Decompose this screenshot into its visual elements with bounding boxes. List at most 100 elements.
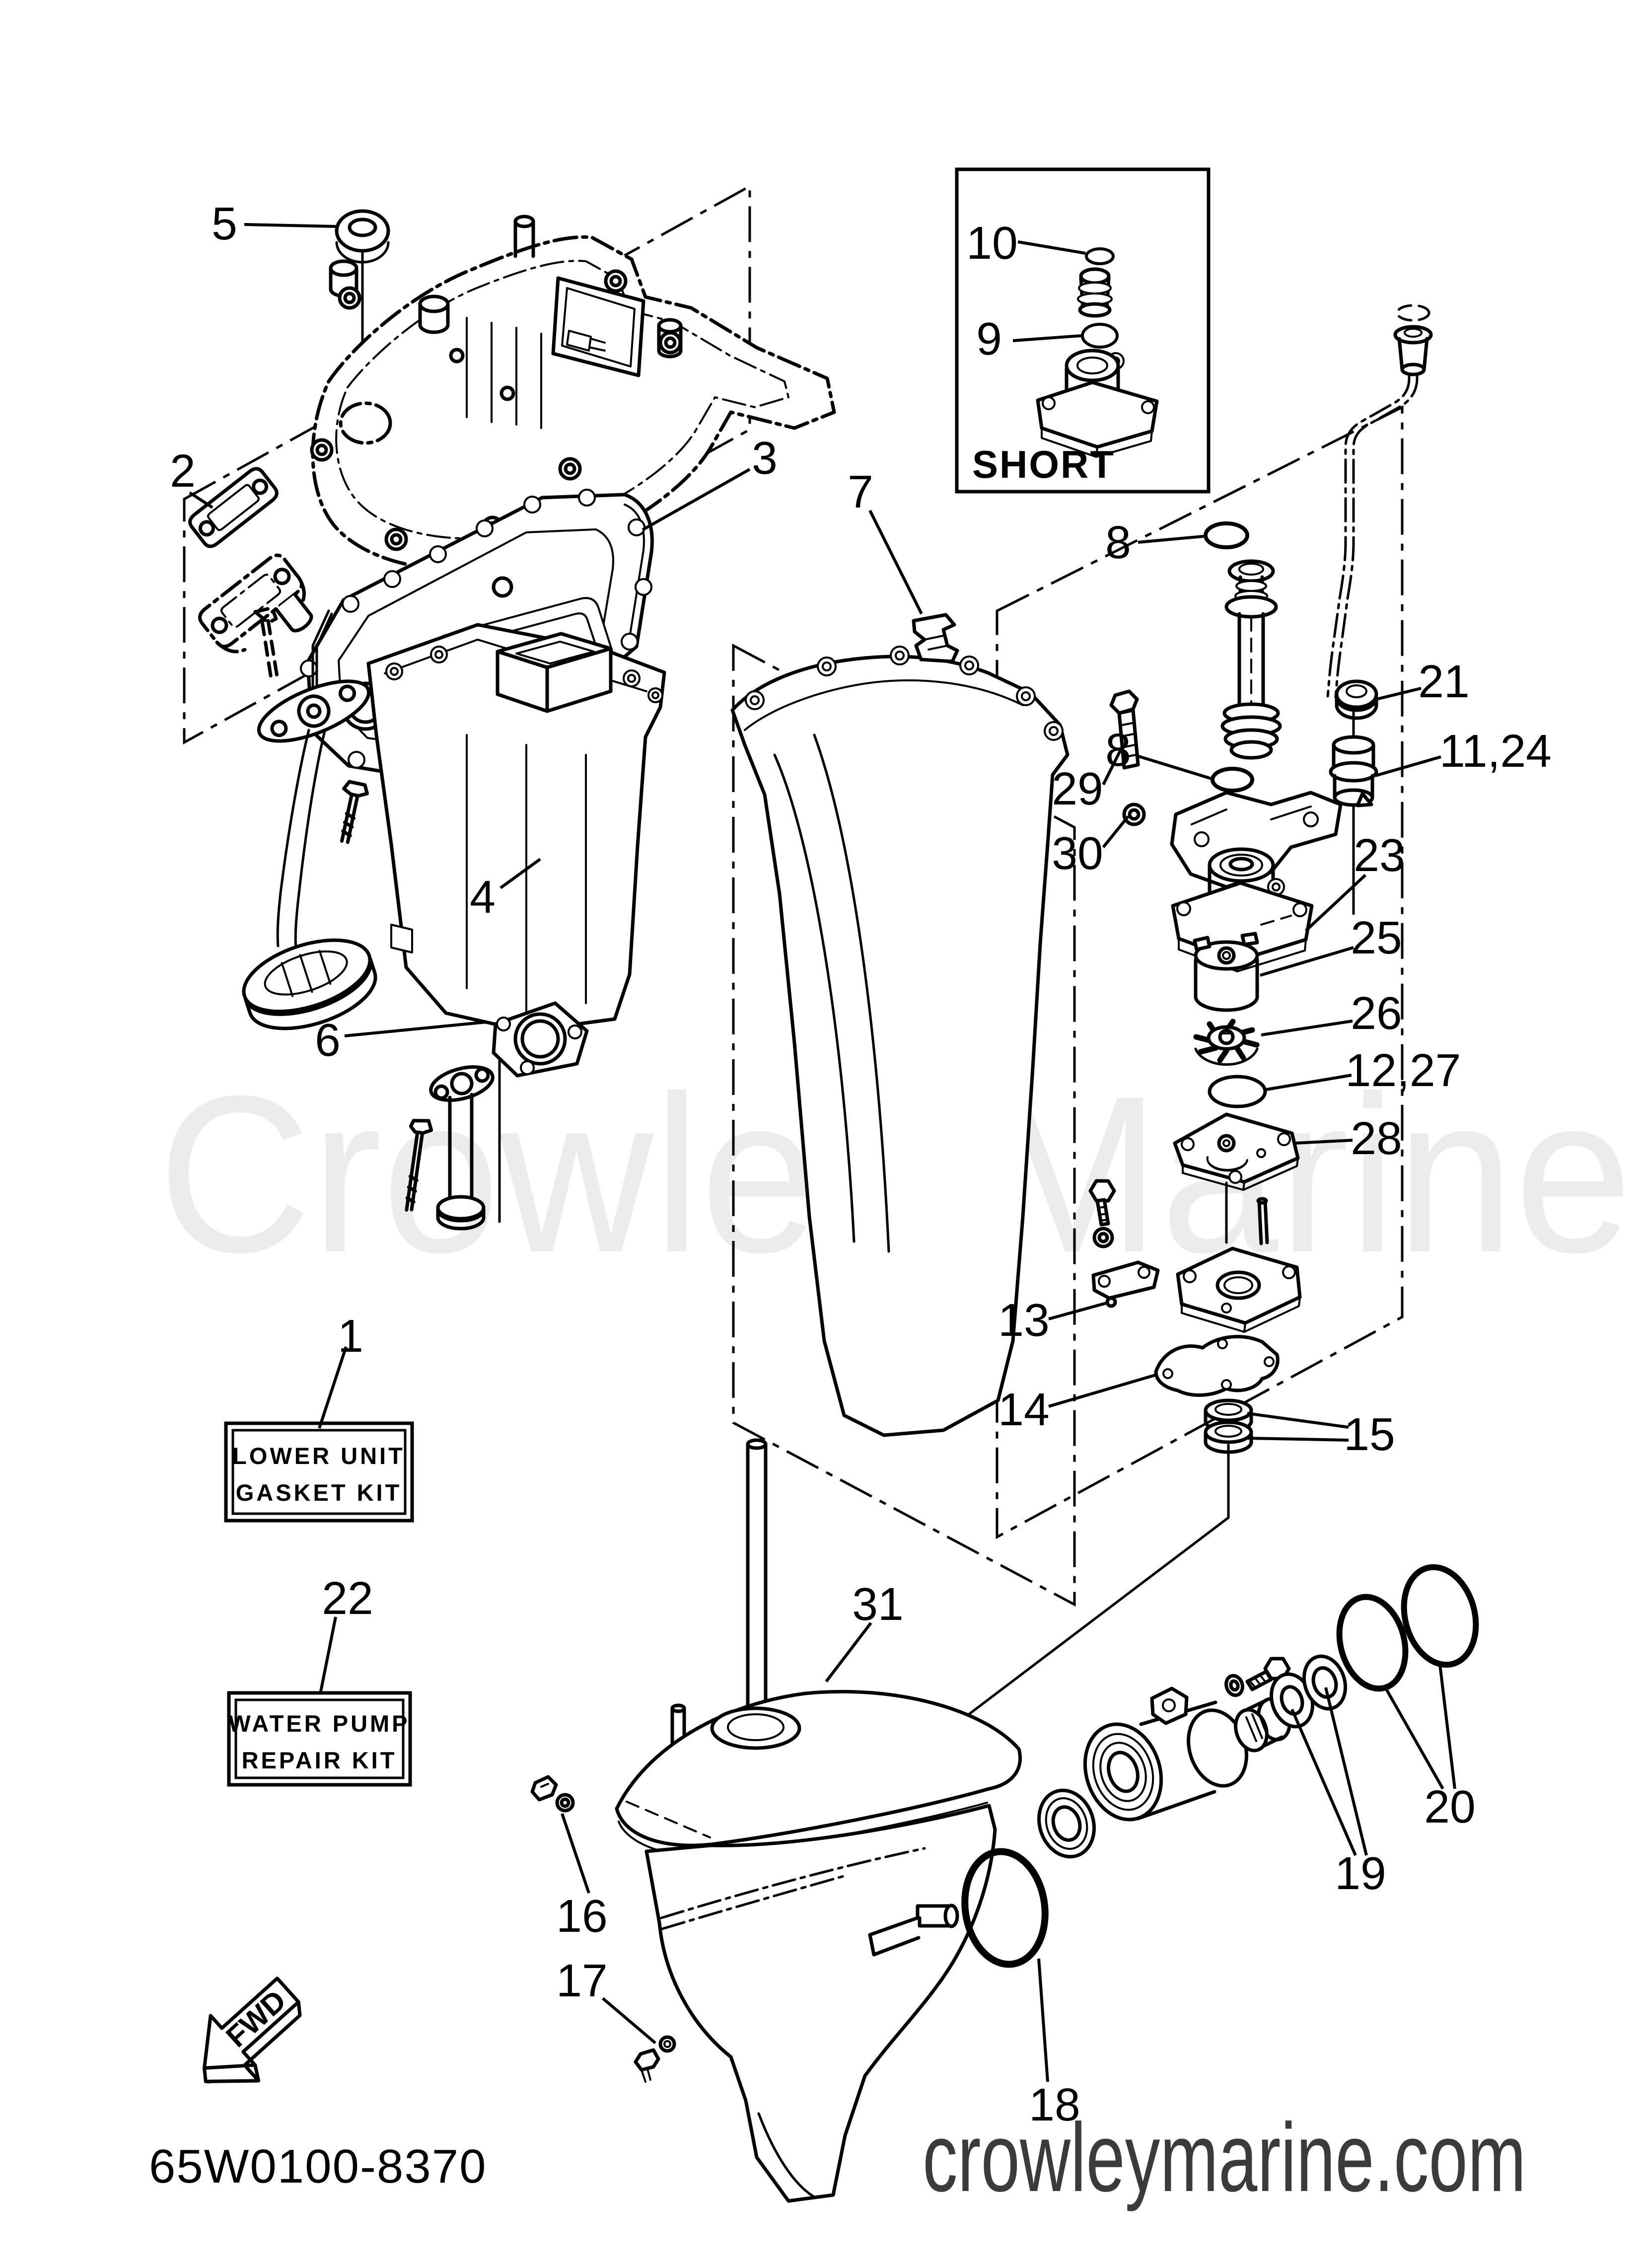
callout-11,24: 11,24 — [1439, 725, 1552, 777]
leader-line-25 — [1260, 946, 1354, 977]
callout-8: 8 — [1105, 724, 1131, 776]
callout-8: 8 — [1105, 516, 1131, 568]
short-inset: SHORT — [955, 167, 1211, 494]
leader-line-19 — [1324, 1687, 1368, 1856]
callout-20: 20 — [1424, 1781, 1475, 1832]
leader-line-20 — [1384, 1686, 1444, 1790]
leader-line-10 — [1017, 240, 1086, 255]
leader-line-19 — [1290, 1708, 1357, 1856]
outer-plate-28-drawing — [1173, 1112, 1300, 1191]
callout-26: 26 — [1351, 987, 1402, 1039]
leader-line-12,27 — [1266, 1074, 1352, 1091]
oring-8-lower-drawing — [1211, 767, 1254, 793]
gasket-6-drawing — [492, 1001, 589, 1078]
pump-base-drawing — [1176, 1197, 1302, 1333]
leader-line-26 — [1261, 1020, 1353, 1036]
callout-17: 17 — [556, 1955, 607, 2006]
leader-line-15 — [1247, 1437, 1349, 1442]
leader-line-31 — [825, 1622, 872, 1683]
grommet-5-drawing — [335, 209, 390, 264]
leader-line-28 — [1293, 1139, 1353, 1145]
leader-line-5 — [244, 223, 336, 228]
leader-line-1 — [318, 1346, 348, 1429]
leader-line-6 — [344, 1021, 487, 1037]
screw-17-drawing — [634, 2035, 676, 2083]
leader-line-17 — [602, 1997, 656, 2045]
driveshaft-drawing — [740, 1438, 774, 1722]
callout-29: 29 — [1052, 763, 1103, 814]
leader-line-20 — [1438, 1664, 1456, 1789]
callout-16: 16 — [556, 1890, 607, 1942]
exhaust-guide-plate-drawing — [310, 215, 836, 572]
callout-19: 19 — [1335, 1847, 1386, 1899]
leader-line-30 — [1102, 815, 1130, 848]
leader-line-3 — [642, 468, 751, 531]
bolt-13-group-drawing — [1088, 1179, 1160, 1308]
callout-23: 23 — [1354, 829, 1405, 881]
fitting-11-24-drawing — [1329, 735, 1378, 807]
oil-pan-body-drawing — [366, 623, 666, 1033]
pump-kit-label-line2: REPAIR KIT — [242, 1747, 397, 1773]
washer-30-drawing — [1122, 803, 1146, 826]
callout-30: 30 — [1052, 827, 1103, 879]
callout-5: 5 — [212, 198, 237, 249]
driveshaft-housing-drawing — [730, 646, 1070, 1437]
callout-31: 31 — [852, 1578, 903, 1630]
callout-4: 4 — [470, 871, 496, 923]
callout-18: 18 — [1029, 2079, 1080, 2130]
leader-line-21 — [1376, 687, 1422, 701]
callout-3: 3 — [752, 432, 778, 484]
callout-12,27: 12,27 — [1346, 1044, 1461, 1096]
callout-14: 14 — [998, 1384, 1049, 1435]
callout-1: 1 — [338, 1310, 363, 1362]
leader-line-8 — [1138, 535, 1204, 544]
drawing-code: 65W0100-8370 — [149, 2140, 487, 2193]
dipstick-tube-drawing — [242, 609, 377, 1030]
gasket-kit-label-line1: LOWER UNIT — [232, 1443, 405, 1469]
water-tube-clamp-7-drawing — [912, 613, 959, 663]
callout-7: 7 — [848, 466, 873, 517]
oring-12-27-drawing — [1208, 1075, 1267, 1108]
leader-line-2 — [189, 491, 214, 509]
pipe-seal-21-drawing — [1335, 679, 1378, 720]
oring-18-drawing — [961, 1848, 1049, 1968]
orings-20-drawing — [1336, 1564, 1479, 1692]
lower-unit-gasket-kit-box: LOWER UNIT GASKET KIT — [224, 1421, 414, 1523]
leader-line-22 — [319, 1616, 337, 1692]
callout-21: 21 — [1418, 656, 1469, 707]
gasket-2-drawing — [188, 467, 279, 548]
leader-line-15 — [1247, 1412, 1349, 1429]
washer-small-drawing — [1224, 1674, 1244, 1697]
strainer-cover-drawing — [198, 553, 313, 680]
short-inset-label: SHORT — [972, 442, 1115, 486]
exhaust-pipe-drawing — [405, 1065, 495, 1231]
leader-line-29 — [1102, 746, 1124, 786]
callout-25: 25 — [1351, 912, 1402, 963]
oil-seals-15-drawing — [1204, 1398, 1253, 1454]
bolt-29-drawing — [1109, 689, 1140, 770]
gear-case-drawing — [615, 1689, 1022, 2203]
gasket-kit-label-line2: GASKET KIT — [236, 1479, 402, 1506]
leader-line-16 — [561, 1813, 590, 1894]
water-tube-drawing — [1220, 559, 1282, 760]
leader-line-14 — [1048, 1373, 1157, 1408]
bolt-16-drawing — [530, 1775, 575, 1813]
water-pump-repair-kit-box: WATER PUMP REPAIR KIT — [227, 1691, 412, 1787]
impeller-26-drawing — [1193, 1019, 1260, 1066]
callout-10: 10 — [966, 217, 1017, 269]
fwd-arrow: FWD — [202, 1976, 302, 2084]
leader-line-23 — [1304, 874, 1367, 932]
pump-kit-label-line1: WATER PUMP — [228, 1710, 410, 1737]
prop-shaft-seal-drawing — [1037, 1788, 1096, 1859]
leader-line-11,24 — [1375, 755, 1441, 777]
callout-15: 15 — [1344, 1408, 1395, 1460]
leader-line-7 — [868, 510, 923, 615]
leader-line-13 — [1048, 1302, 1107, 1320]
water-pipe-drawing — [1326, 304, 1433, 699]
callout-6: 6 — [315, 1014, 341, 1066]
insert-cartridge-25-drawing — [1193, 932, 1259, 1012]
leader-line-9 — [1012, 334, 1082, 342]
